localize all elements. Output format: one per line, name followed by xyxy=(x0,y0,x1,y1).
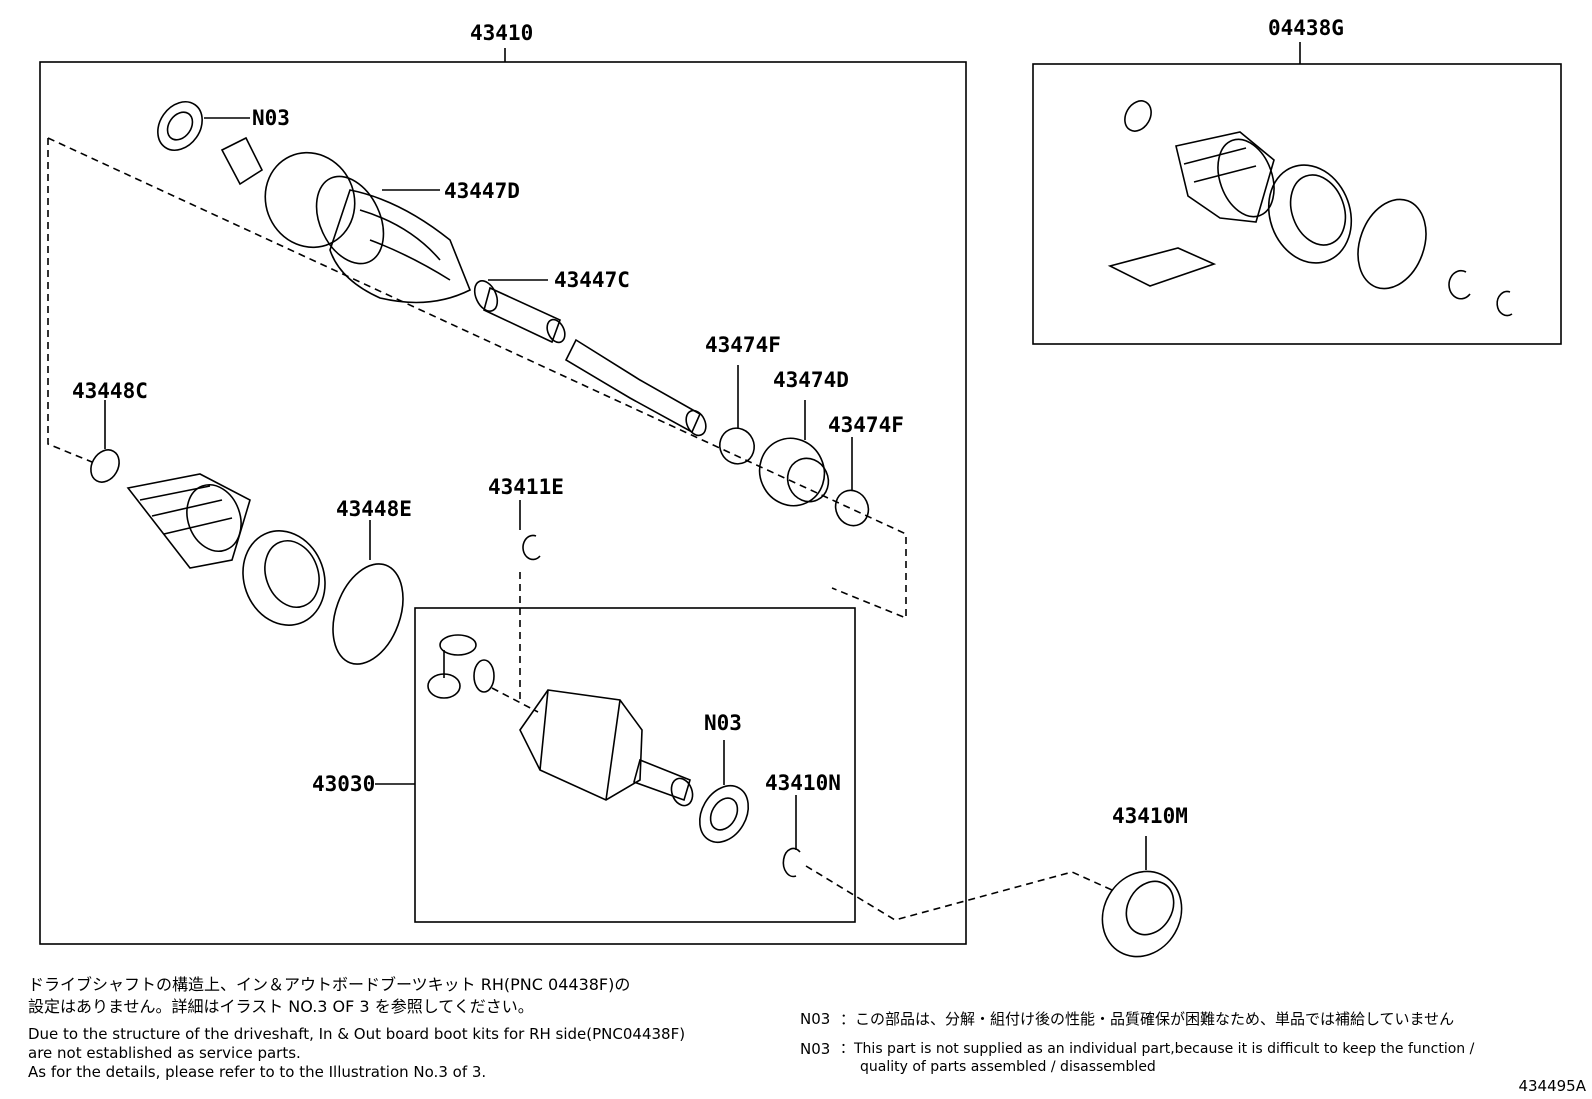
n03-en-line2: quality of parts assembled / disassemble… xyxy=(860,1059,1156,1075)
bearing-icon xyxy=(1101,870,1183,958)
label-43474f-1: 43474F xyxy=(705,333,781,357)
boot-housing-icon xyxy=(1267,164,1353,264)
label-n03-inboard: N03 xyxy=(704,711,742,735)
label-43448e: 43448E xyxy=(336,497,412,521)
figure-number: 434495A xyxy=(1518,1077,1586,1095)
label-43474f-2: 43474F xyxy=(828,413,904,437)
damper-icon xyxy=(758,437,830,507)
label-43447d: 43447D xyxy=(444,179,520,203)
label-43410m: 43410M xyxy=(1112,804,1188,828)
label-04438g: 04438G xyxy=(1268,16,1344,40)
seal-n03-icon xyxy=(698,784,750,844)
label-n03-top: N03 xyxy=(252,106,290,130)
n03-en-key: N03 xyxy=(800,1040,831,1058)
n03-jp-key: N03 xyxy=(800,1010,831,1028)
label-43474d: 43474D xyxy=(773,368,849,392)
dust-ring-icon xyxy=(719,427,755,465)
snap-ring-icon xyxy=(782,847,801,878)
label-43410n: 43410N xyxy=(765,771,841,795)
note-en-line3: As for the details, please refer to to t… xyxy=(28,1063,487,1081)
boot-housing-icon xyxy=(242,530,326,626)
boot-clamp-icon xyxy=(90,449,120,483)
label-43448c: 43448C xyxy=(72,379,148,403)
inboard-joint-frame xyxy=(414,607,856,923)
boot-clamp-icon xyxy=(1357,198,1427,290)
boot-icon xyxy=(1175,131,1275,223)
tripod-icon xyxy=(427,634,495,699)
snap-ring-icon xyxy=(1448,269,1471,300)
note-en-line1: Due to the structure of the driveshaft, … xyxy=(28,1025,686,1043)
note-jp-line2: 設定はありません。詳細はイラスト NO.3 OF 3 を参照してください。 xyxy=(28,997,534,1016)
label-43447c: 43447C xyxy=(554,268,630,292)
note-en-line2: are not established as service parts. xyxy=(28,1044,301,1062)
assembly-frame xyxy=(39,61,967,945)
outboard-joint-icon xyxy=(220,136,499,312)
boot-kit-frame xyxy=(1032,63,1562,345)
n03-jp-text: ：この部品は、分解・組付け後の性能・品質確保が困難なため、単品では補給していませ… xyxy=(840,1010,1455,1028)
label-43411e: 43411E xyxy=(488,475,564,499)
n03-en-line1: ：This part is not supplied as an individ… xyxy=(840,1041,1475,1057)
driveshaft-icon xyxy=(483,286,707,437)
snap-ring-icon xyxy=(522,534,541,561)
snap-ring-icon xyxy=(1496,290,1513,317)
note-jp-line1: ドライブシャフトの構造上、イン＆アウトボードブーツキット RH(PNC 0443… xyxy=(28,975,631,994)
boot-clamp-icon xyxy=(332,563,404,665)
seal-n03-icon xyxy=(157,101,203,151)
label-43030: 43030 xyxy=(312,772,375,796)
label-43410: 43410 xyxy=(470,21,533,45)
inboard-joint-icon xyxy=(519,689,694,807)
inboard-boot-icon xyxy=(126,473,251,569)
grease-pack-icon xyxy=(1107,247,1217,287)
dust-ring-icon xyxy=(834,489,870,527)
boot-clamp-icon xyxy=(1124,100,1152,132)
